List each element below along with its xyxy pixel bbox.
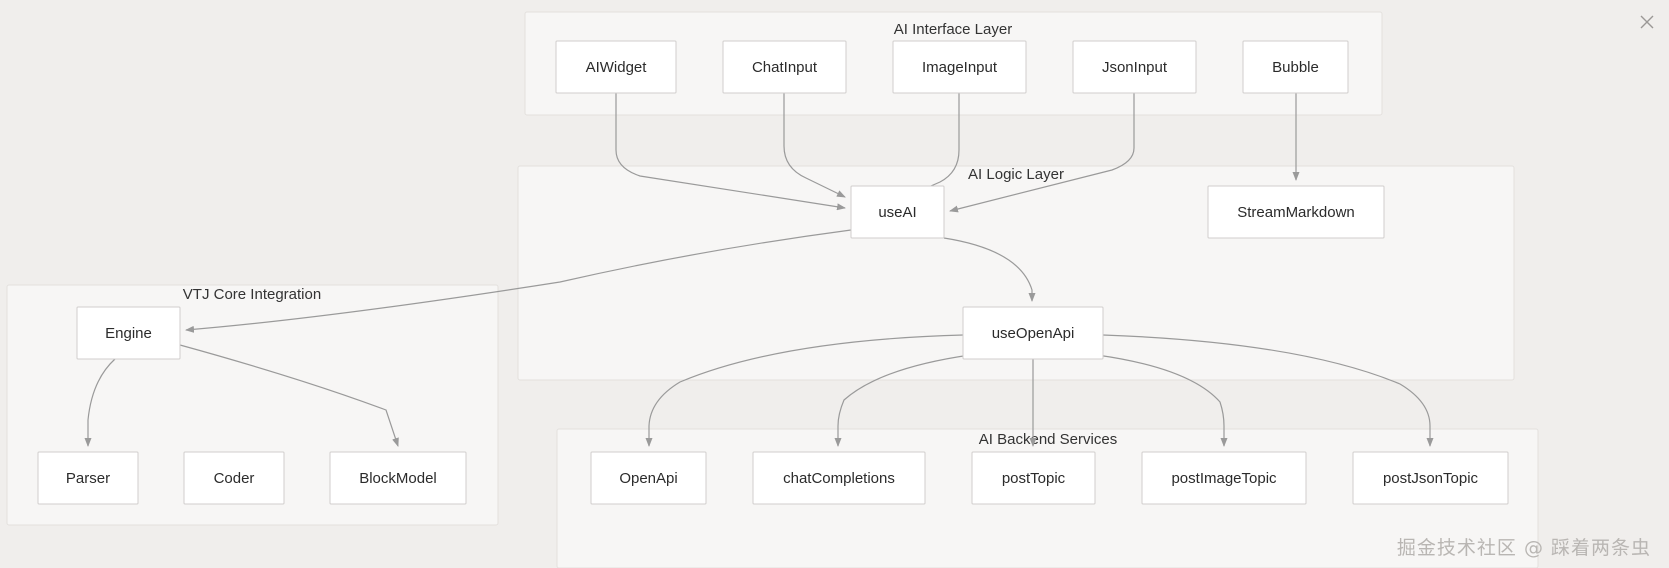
node-streammarkdown[interactable]: StreamMarkdown	[1207, 185, 1385, 239]
node-box-chatcompletions[interactable]	[752, 451, 926, 505]
node-label-streammarkdown: StreamMarkdown	[1237, 204, 1355, 221]
edge-engine-to-parser	[84, 358, 116, 447]
node-label-bubble: Bubble	[1272, 59, 1319, 76]
edge-useopenapi-to-postjsontopic	[1102, 334, 1434, 447]
edge-aiwidget-to-useai	[615, 93, 846, 211]
edge-group	[84, 93, 1434, 447]
node-box-useai[interactable]	[850, 185, 945, 239]
node-box-openapi[interactable]	[590, 451, 707, 505]
node-engine[interactable]: Engine	[76, 306, 181, 360]
node-label-chatinput: ChatInput	[752, 59, 818, 76]
node-label-useai: useAI	[878, 204, 916, 221]
node-box-jsoninput[interactable]	[1072, 40, 1197, 94]
node-label-postimagetopic: postImageTopic	[1171, 470, 1277, 487]
node-label-coder: Coder	[214, 470, 255, 487]
node-box-imageinput[interactable]	[892, 40, 1027, 94]
node-openapi[interactable]: OpenApi	[590, 451, 707, 505]
node-box-postimagetopic[interactable]	[1141, 451, 1307, 505]
node-bubble[interactable]: Bubble	[1242, 40, 1349, 94]
node-label-aiwidget: AIWidget	[586, 59, 648, 76]
edge-engine-to-blockmodel	[179, 344, 399, 447]
node-box-engine[interactable]	[76, 306, 181, 360]
node-label-openapi: OpenApi	[619, 470, 677, 487]
node-label-postjsontopic: postJsonTopic	[1383, 470, 1479, 487]
node-label-engine: Engine	[105, 325, 152, 342]
node-imageinput[interactable]: ImageInput	[892, 40, 1027, 94]
node-postimagetopic[interactable]: postImageTopic	[1141, 451, 1307, 505]
node-aiwidget[interactable]: AIWidget	[555, 40, 677, 94]
node-box-parser[interactable]	[37, 451, 139, 505]
edge-useopenapi-to-postimagetopic	[1096, 354, 1228, 447]
edge-useopenapi-to-openapi	[645, 334, 964, 447]
node-box-blockmodel[interactable]	[329, 451, 467, 505]
node-useopenapi[interactable]: useOpenApi	[962, 306, 1104, 360]
node-box-bubble[interactable]	[1242, 40, 1349, 94]
cluster-label-logic: AI Logic Layer	[968, 166, 1064, 183]
node-box-useopenapi[interactable]	[962, 306, 1104, 360]
node-blockmodel[interactable]: BlockModel	[329, 451, 467, 505]
cluster-label-vtj: VTJ Core Integration	[183, 286, 321, 303]
node-box-streammarkdown[interactable]	[1207, 185, 1385, 239]
node-label-jsoninput: JsonInput	[1102, 59, 1168, 76]
node-box-posttopic[interactable]	[971, 451, 1096, 505]
node-label-useopenapi: useOpenApi	[992, 325, 1075, 342]
node-parser[interactable]: Parser	[37, 451, 139, 505]
close-icon[interactable]	[1635, 10, 1659, 34]
edge-jsoninput-to-useai	[949, 93, 1135, 213]
edge-useai-to-useopenapi	[943, 237, 1036, 302]
node-label-imageinput: ImageInput	[922, 59, 998, 76]
node-chatcompletions[interactable]: chatCompletions	[752, 451, 926, 505]
cluster-label-backend: AI Backend Services	[979, 431, 1117, 448]
node-label-posttopic: postTopic	[1002, 470, 1066, 487]
cluster-label-interface: AI Interface Layer	[894, 21, 1012, 38]
node-label-chatcompletions: chatCompletions	[783, 470, 895, 487]
node-box-aiwidget[interactable]	[555, 40, 677, 94]
node-coder[interactable]: Coder	[183, 451, 285, 505]
edge-chatinput-to-useai	[783, 93, 846, 198]
node-label-blockmodel: BlockModel	[359, 470, 437, 487]
node-box-chatinput[interactable]	[722, 40, 847, 94]
node-box-coder[interactable]	[183, 451, 285, 505]
node-useai[interactable]: useAI	[850, 185, 945, 239]
node-box-postjsontopic[interactable]	[1352, 451, 1509, 505]
edge-useopenapi-to-chatcompletions	[834, 354, 971, 447]
node-label-parser: Parser	[66, 470, 110, 487]
edge-imageinput-to-useai	[907, 93, 960, 197]
watermark: 掘金技术社区 @ 踩着两条虫	[1396, 537, 1651, 559]
node-jsoninput[interactable]: JsonInput	[1072, 40, 1197, 94]
node-postjsontopic[interactable]: postJsonTopic	[1352, 451, 1509, 505]
edge-useai-to-engine	[185, 229, 852, 333]
node-group: AIWidget ChatInput ImageInput JsonInput Bubb…	[37, 40, 1509, 505]
node-posttopic[interactable]: postTopic	[971, 451, 1096, 505]
node-chatinput[interactable]: ChatInput	[722, 40, 847, 94]
